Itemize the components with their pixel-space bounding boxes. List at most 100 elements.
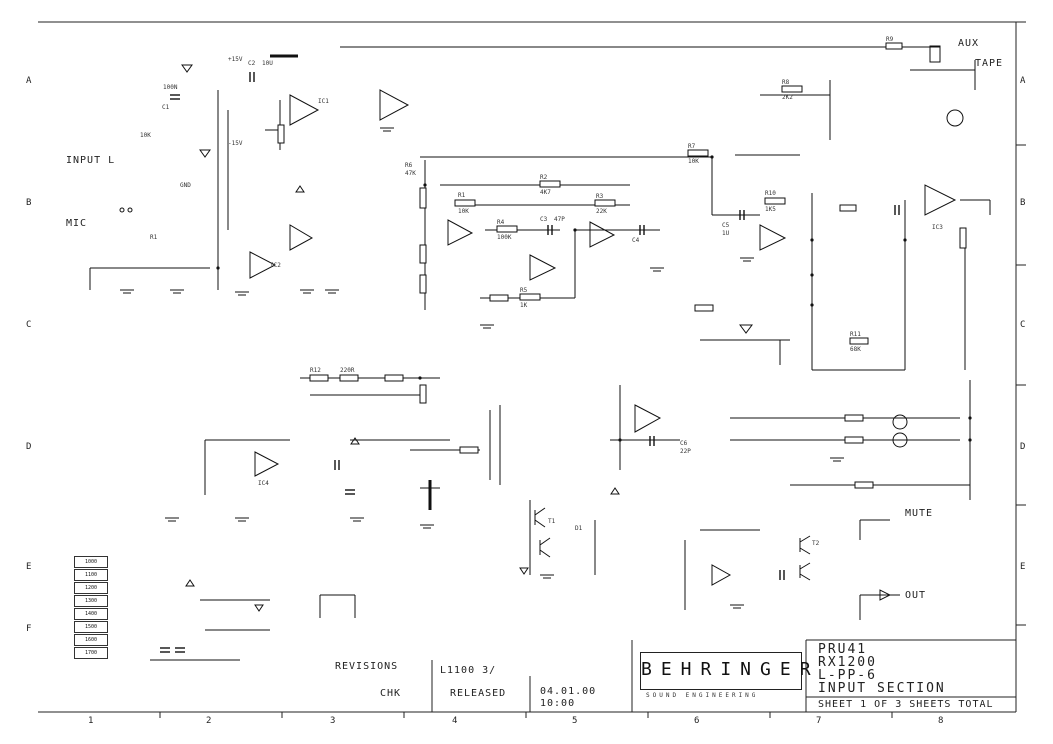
r-left-label: R1 <box>150 234 158 241</box>
ref-ic1: IC1 <box>318 98 329 105</box>
revision-row: 1700 <box>74 647 108 659</box>
val-r5: 1K <box>520 302 528 309</box>
aux-label: AUX <box>958 38 980 49</box>
cap-label: 100N <box>163 84 178 91</box>
revision-row: 1300 <box>74 595 108 607</box>
val-c6: 22P <box>680 448 691 455</box>
out-label: OUT <box>905 590 927 601</box>
val-r6: 47K <box>405 170 416 177</box>
ref-r6: R6 <box>405 162 413 169</box>
val-r7: 10K <box>688 158 699 165</box>
ref-c2: C2 <box>248 60 256 67</box>
ref-ic2: IC2 <box>270 262 281 269</box>
transistors <box>534 507 811 581</box>
resistors <box>277 42 967 489</box>
row-marker-right-e: E <box>1020 562 1027 572</box>
ref-t1: T1 <box>548 518 556 525</box>
revisions-heading: REVISIONS <box>335 661 399 672</box>
ref-r10: R10 <box>765 190 776 197</box>
row-marker-right-c: C <box>1020 320 1027 330</box>
revision-row: 1200 <box>74 582 108 594</box>
ref-c4: C4 <box>632 237 640 244</box>
revision-row: 1400 <box>74 608 108 620</box>
res-label: 10K <box>140 132 151 139</box>
project-code: PRU41 <box>818 642 868 657</box>
row-marker-right-d: D <box>1020 442 1027 452</box>
revision-row: 1000 <box>74 556 108 568</box>
row-marker-b: B <box>26 198 33 208</box>
col-marker-6: 6 <box>694 716 701 726</box>
val-r10: 1K5 <box>765 206 776 213</box>
revision-row: 1100 <box>74 569 108 581</box>
val-c2: 10U <box>262 60 273 67</box>
col-marker-2: 2 <box>206 716 213 726</box>
row-marker-d: D <box>26 442 33 452</box>
title-block-frame <box>431 639 1016 712</box>
wiring <box>89 46 991 661</box>
val-r12: 220R <box>340 367 355 374</box>
ref-r12: R12 <box>310 367 321 374</box>
ref-r9: R9 <box>886 36 894 43</box>
val-r3: 22K <box>596 208 607 215</box>
vcc-label: +15V <box>228 56 243 63</box>
date-field: 04.01.00 <box>540 686 597 697</box>
revision-value: L1100 3/ <box>440 665 497 676</box>
ref-r5: R5 <box>520 287 528 294</box>
val-r4: 100K <box>497 234 512 241</box>
ref-r3: R3 <box>596 193 604 200</box>
tape-label: TAPE <box>975 58 1004 69</box>
capacitors <box>160 72 900 653</box>
row-marker-e: E <box>26 562 33 572</box>
brand-logo: BEHRINGER <box>640 652 811 690</box>
ref-c6: C6 <box>680 440 688 447</box>
col-marker-1: 1 <box>88 716 95 726</box>
row-marker-c: C <box>26 320 33 330</box>
model-name: RX1200 <box>818 655 877 670</box>
col-marker-3: 3 <box>330 716 337 726</box>
check-field: CHK <box>380 688 402 699</box>
row-marker-right-a: A <box>1020 76 1027 86</box>
val-c3: 47P <box>554 216 565 223</box>
col-marker-8: 8 <box>938 716 945 726</box>
ref-ic3: IC3 <box>932 224 943 231</box>
val-r11: 68K <box>850 346 861 353</box>
col-marker-4: 4 <box>452 716 459 726</box>
val-c5: 1U <box>722 230 730 237</box>
sheet-title: INPUT SECTION <box>818 681 946 696</box>
ref-r8: R8 <box>782 79 790 86</box>
ref-r7: R7 <box>688 143 696 150</box>
ref-d1: D1 <box>575 525 583 532</box>
pcb-code: L-PP-6 <box>818 668 877 683</box>
mute-label: MUTE <box>905 508 934 519</box>
ref-t2: T2 <box>812 540 820 547</box>
col-marker-5: 5 <box>572 716 579 726</box>
opamps <box>185 89 957 601</box>
ref-r11: R11 <box>850 331 861 338</box>
input-label: INPUT L <box>66 155 116 166</box>
row-marker-right-b: B <box>1020 198 1027 208</box>
ref-r2: R2 <box>540 174 548 181</box>
row-marker-f: F <box>26 624 33 634</box>
sheet-count: SHEET 1 OF 3 SHEETS TOTAL <box>818 699 994 710</box>
status-field: RELEASED <box>450 688 507 699</box>
ref-c3: C3 <box>540 216 548 223</box>
grounds <box>120 64 844 612</box>
revision-row: 1600 <box>74 634 108 646</box>
val-r2: 4K7 <box>540 189 551 196</box>
gnd-label: GND <box>180 182 191 189</box>
revision-row: 1500 <box>74 621 108 633</box>
row-marker-a: A <box>26 76 33 86</box>
ref-r1: R1 <box>458 192 466 199</box>
ref-ic4: IC4 <box>258 480 269 487</box>
ref-c1: C1 <box>162 104 170 111</box>
ref-r4: R4 <box>497 219 505 226</box>
val-r8: 2K2 <box>782 94 793 101</box>
junctions <box>216 155 972 442</box>
mic-label: MIC <box>66 218 88 229</box>
col-marker-7: 7 <box>816 716 823 726</box>
ref-c5: C5 <box>722 222 730 229</box>
revision-table: 1000 1100 1200 1300 1400 1500 1600 1700 <box>74 556 108 682</box>
brand-subtitle: SOUND ENGINEERING <box>646 692 759 699</box>
